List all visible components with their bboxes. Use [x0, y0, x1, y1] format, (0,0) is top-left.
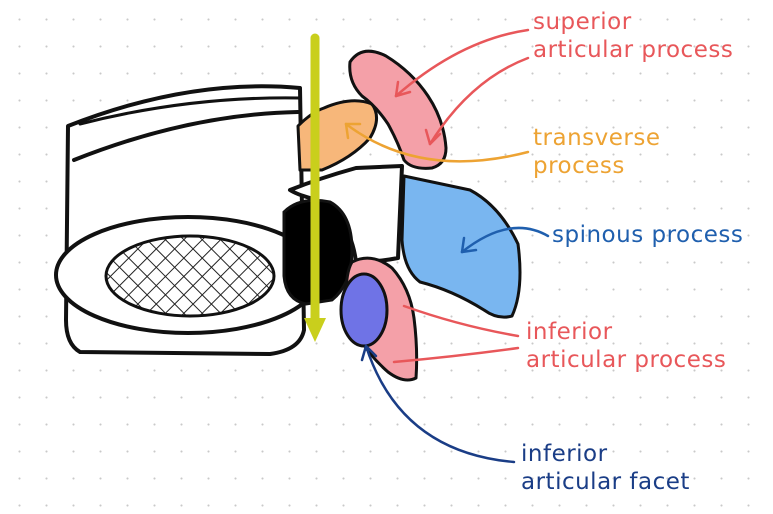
inferior-facet-label-line-1: inferior — [521, 440, 690, 468]
spinous-process-label: spinous process — [552, 221, 743, 249]
inferior-articular-facet-label: inferior articular facet — [521, 440, 690, 496]
transverse-label-line-2: process — [533, 152, 660, 180]
transverse-process-label: transverse process — [533, 124, 660, 180]
superior-label-line-1: superior — [533, 8, 733, 36]
inferior-process-label-line-2: articular process — [526, 346, 726, 374]
superior-label-line-2: articular process — [533, 36, 733, 64]
inferior-articular-process-label: inferior articular process — [526, 318, 726, 374]
spinous-label-line-1: spinous process — [552, 221, 743, 249]
cancellous-bone-mesh — [106, 236, 274, 316]
spinous-process-shape — [402, 176, 520, 317]
inferior-articular-facet-shape — [341, 274, 387, 346]
superior-articular-process-label: superior articular process — [533, 8, 733, 64]
inferior-facet-label-line-2: articular facet — [521, 468, 690, 496]
vertebral-body — [56, 86, 320, 354]
inferior-process-label-line-1: inferior — [526, 318, 726, 346]
transverse-label-line-1: transverse — [533, 124, 660, 152]
